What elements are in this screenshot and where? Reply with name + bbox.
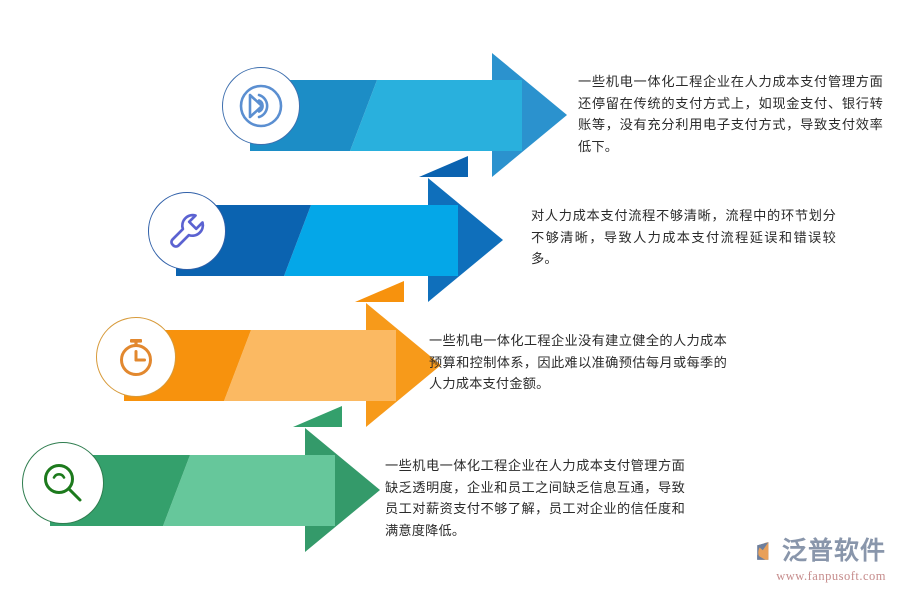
step-4: 一些机电一体化工程企业在人力成本支付管理方面缺乏透明度，企业和员工之间缺乏信息互… bbox=[22, 423, 882, 558]
stopwatch-icon bbox=[120, 339, 152, 376]
icon-badge-3[interactable] bbox=[96, 317, 176, 397]
step-text-1: 一些机电一体化工程企业在人力成本支付管理方面还停留在传统的支付方式上，如现金支付… bbox=[578, 74, 883, 154]
connector-shadow-1 bbox=[419, 156, 468, 177]
brand-logo-row: 泛普软件 bbox=[754, 534, 886, 568]
arrow-body-light-2 bbox=[284, 205, 458, 276]
magnifier-icon bbox=[44, 464, 82, 502]
step-text-2: 对人力成本支付流程不够清晰，流程中的环节划分不够清晰，导致人力成本支付流程延误和… bbox=[531, 208, 836, 266]
step-2: 对人力成本支付流程不够清晰，流程中的环节划分不够清晰，导致人力成本支付流程延误和… bbox=[148, 173, 888, 308]
fanpu-logo-mark-icon bbox=[757, 542, 769, 560]
brand-name: 泛普软件 bbox=[781, 537, 886, 565]
arrow-body-light-3 bbox=[224, 330, 396, 401]
step-text-3: 一些机电一体化工程企业没有建立健全的人力成本预算和控制体系，因此难以准确预估每月… bbox=[429, 333, 727, 391]
fast-forward-circle-icon bbox=[239, 84, 283, 128]
icon-badge-1[interactable] bbox=[222, 67, 300, 145]
step-1: 一些机电一体化工程企业在人力成本支付管理方面还停留在传统的支付方式上，如现金支付… bbox=[222, 48, 883, 183]
icon-badge-2[interactable] bbox=[148, 192, 226, 270]
arrow-body-light-4 bbox=[163, 455, 335, 526]
step-3: 一些机电一体化工程企业没有建立健全的人力成本预算和控制体系，因此难以准确预估每月… bbox=[96, 298, 886, 433]
wrench-icon bbox=[170, 213, 205, 248]
brand-logo[interactable]: 泛普软件 www.fanpusoft.com bbox=[754, 534, 886, 588]
step-text-4: 一些机电一体化工程企业在人力成本支付管理方面缺乏透明度，企业和员工之间缺乏信息互… bbox=[385, 458, 685, 538]
icon-badge-4[interactable] bbox=[22, 442, 104, 524]
connector-shadow-3 bbox=[293, 406, 342, 427]
arrow-body-light-1 bbox=[350, 80, 522, 151]
connector-shadow-2 bbox=[355, 281, 404, 302]
brand-url: www.fanpusoft.com bbox=[776, 569, 886, 583]
